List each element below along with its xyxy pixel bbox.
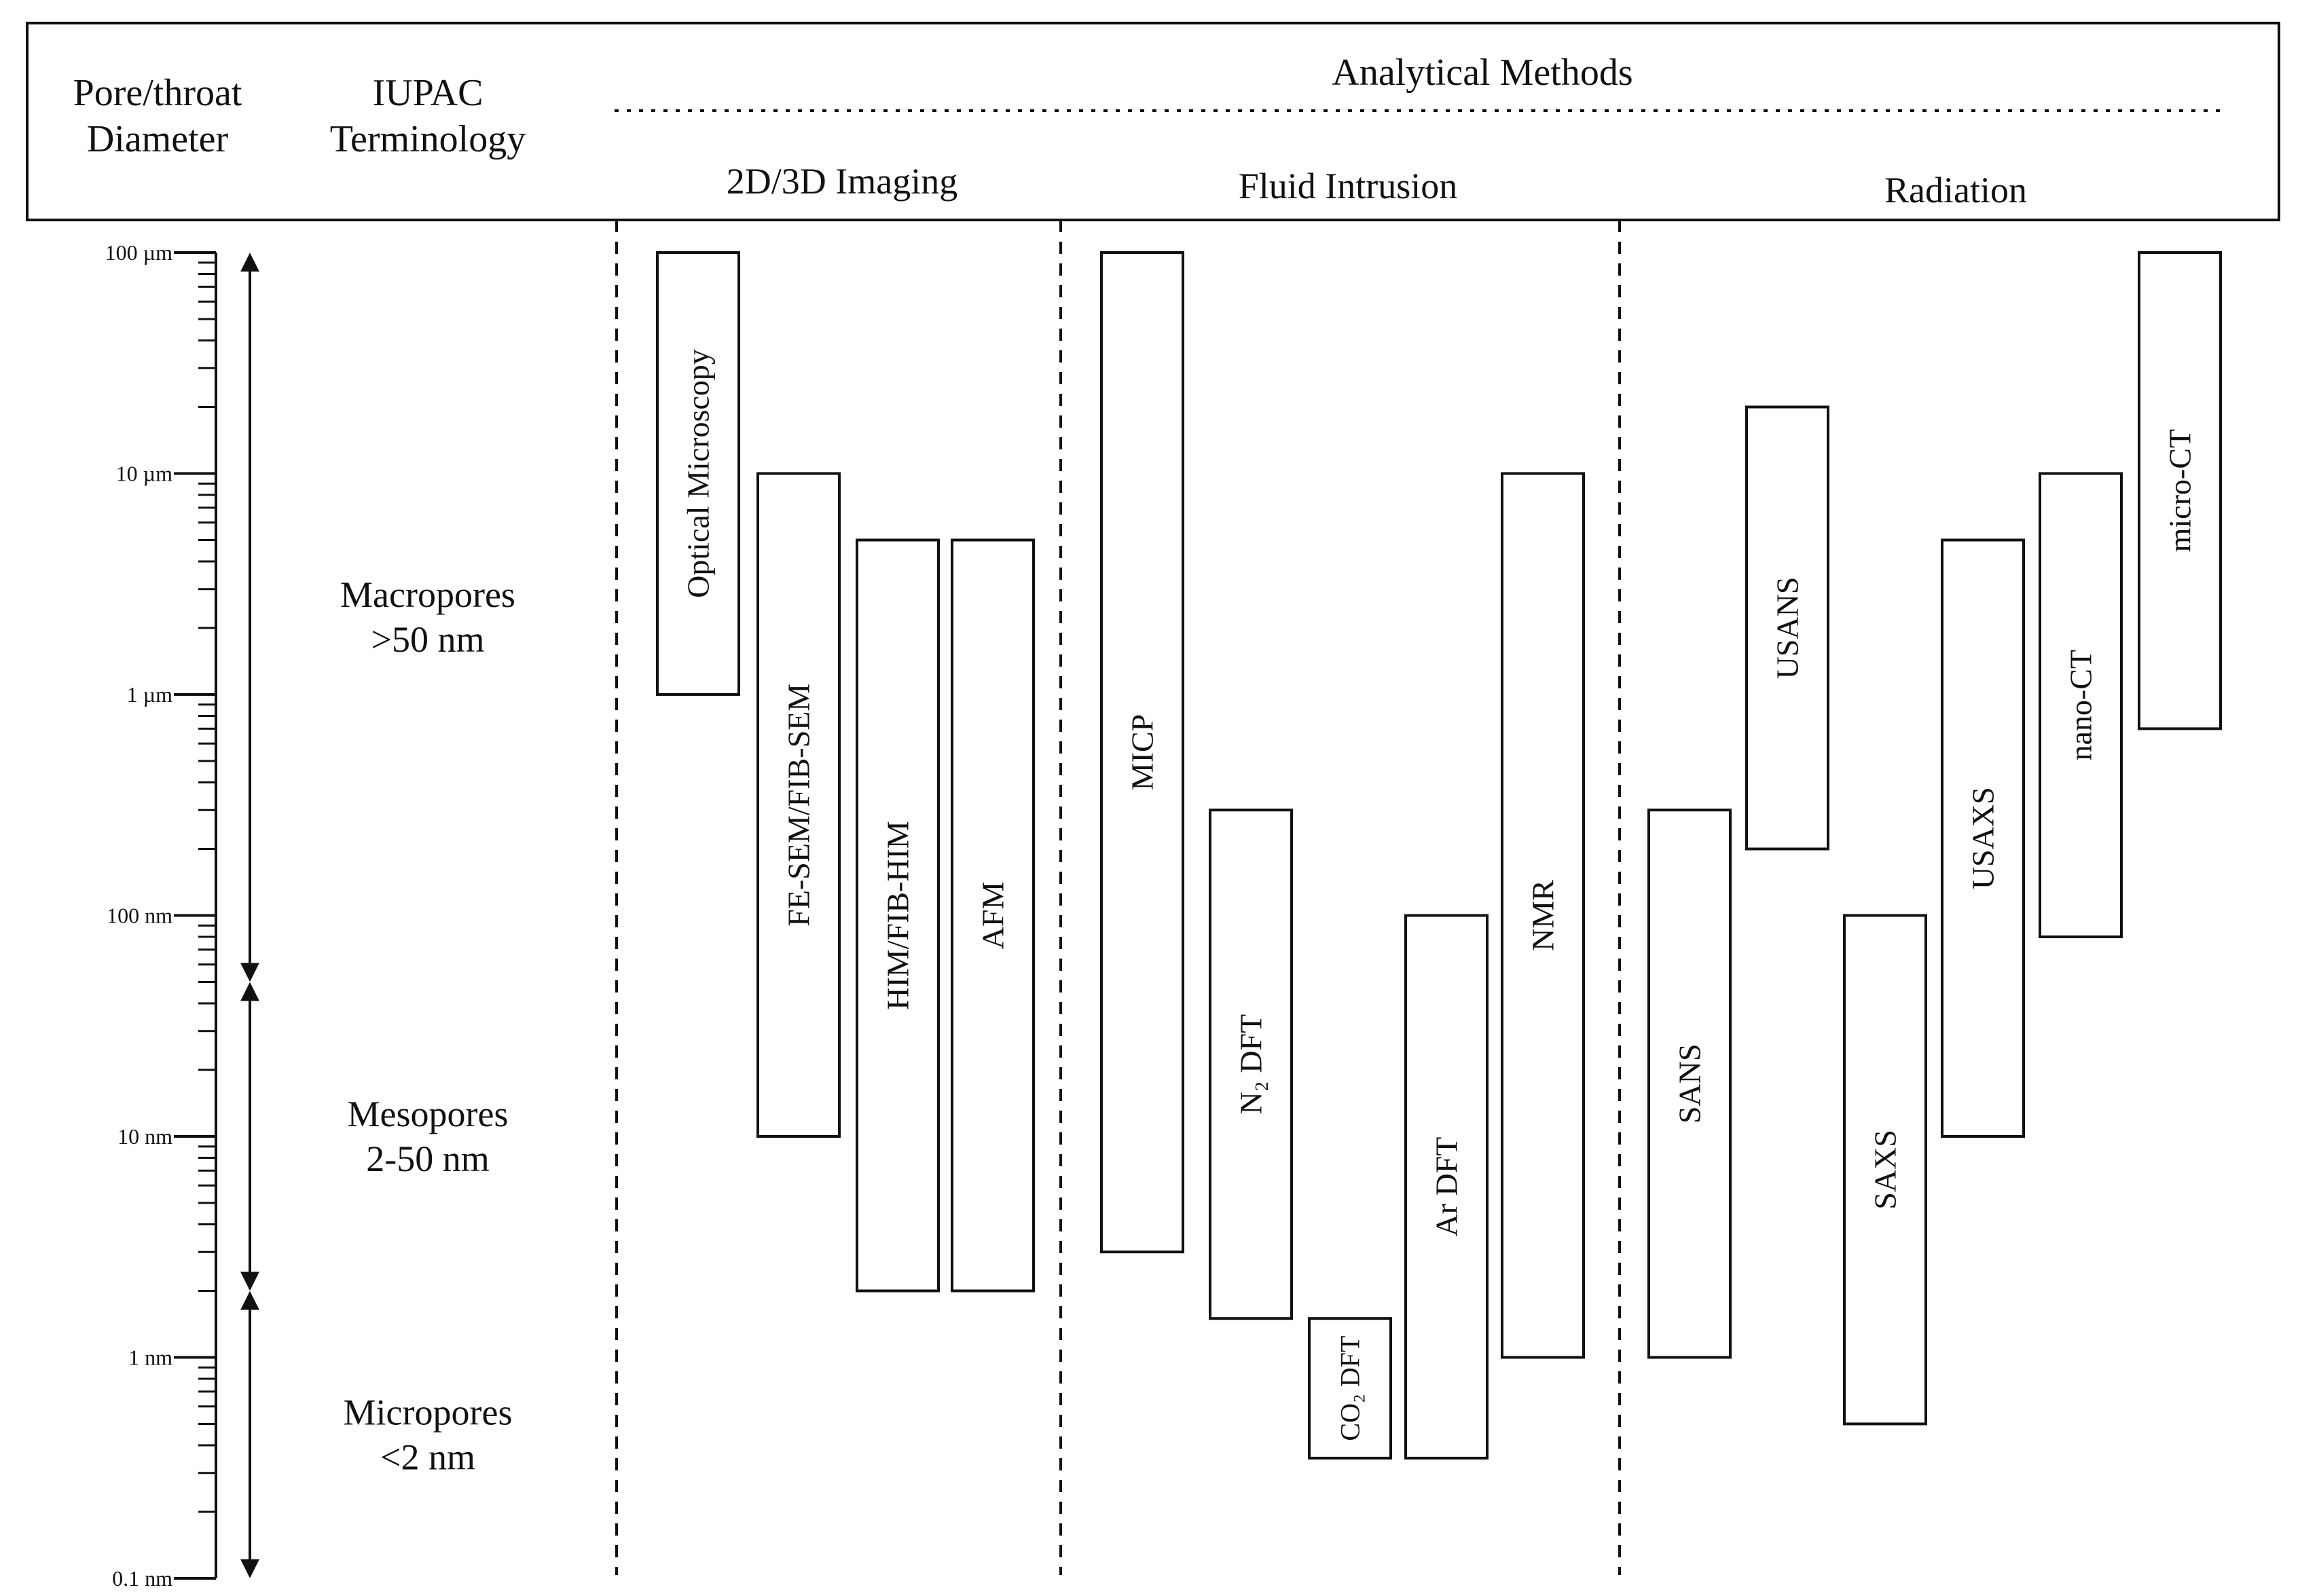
method-bar bbox=[1100, 251, 1184, 1254]
method-bar bbox=[1501, 472, 1585, 1359]
pore-class-label: >50 nm bbox=[371, 619, 485, 660]
method-bar bbox=[951, 538, 1035, 1293]
method-bar-label: USAXS bbox=[1966, 787, 2001, 889]
y-tick-label: 1 µm bbox=[127, 682, 172, 707]
method-bar bbox=[1209, 809, 1293, 1320]
methods-title: Analytical Methods bbox=[1332, 52, 1632, 94]
pore-class-label: Micropores bbox=[344, 1392, 513, 1432]
method-bar bbox=[656, 251, 740, 696]
method-bar bbox=[2138, 251, 2222, 730]
y-tick-label: 100 nm bbox=[107, 904, 172, 928]
method-bar bbox=[856, 538, 940, 1293]
terminology-label-line1: IUPAC bbox=[373, 72, 483, 114]
method-bar bbox=[1745, 405, 1829, 851]
method-bar-label: Ar DFT bbox=[1429, 1137, 1464, 1237]
group-label-fluid-intrusion: Fluid Intrusion bbox=[1239, 166, 1458, 206]
method-bar bbox=[1843, 914, 1927, 1426]
method-bar-label: SAXS bbox=[1868, 1130, 1903, 1210]
y-tick-label: 1 nm bbox=[128, 1346, 172, 1370]
y-tick-label: 100 µm bbox=[105, 240, 172, 265]
pore-class-label: 2-50 nm bbox=[366, 1138, 490, 1179]
method-bar-label: HIM/FIB-HIM bbox=[881, 821, 915, 1010]
pore-class-label: Macropores bbox=[340, 574, 515, 615]
method-bar bbox=[1941, 538, 2025, 1138]
y-tick-label: 0.1 nm bbox=[112, 1566, 172, 1591]
method-bar-label: USANS bbox=[1770, 577, 1805, 680]
method-bar bbox=[2039, 472, 2123, 939]
group-label-radiation: Radiation bbox=[1884, 170, 2027, 210]
y-axis: 100 µm 10 µm 1 µm 100 nm 10 nm 1 nm 0.1 nm bbox=[105, 240, 217, 1591]
method-bar bbox=[756, 472, 841, 1138]
diameter-label-line1: Pore/throat bbox=[73, 72, 242, 114]
method-bar-label: NMR bbox=[1526, 880, 1560, 951]
method-bar bbox=[1404, 914, 1489, 1460]
method-bar-label: CO₂ DFT bbox=[1335, 1336, 1366, 1441]
method-bar-label: Optical Microscopy bbox=[681, 349, 716, 598]
header-box bbox=[26, 22, 2280, 221]
method-bar-label: AFM bbox=[976, 882, 1010, 950]
pore-class-label: <2 nm bbox=[380, 1436, 475, 1477]
method-bar bbox=[1647, 809, 1732, 1359]
method-bar-label: N₂ DFT bbox=[1234, 1014, 1268, 1115]
method-bar-label: MICP bbox=[1125, 714, 1160, 790]
pore-class-label: Mesopores bbox=[348, 1094, 509, 1134]
method-bar-label: nano-CT bbox=[2064, 650, 2098, 761]
terminology-label-line2: Terminology bbox=[330, 118, 526, 160]
method-bar-label: SANS bbox=[1673, 1044, 1707, 1124]
method-bar bbox=[1308, 1317, 1392, 1460]
method-bar-label: micro-CT bbox=[2163, 429, 2197, 552]
diameter-label-line2: Diameter bbox=[87, 118, 229, 160]
y-tick-label: 10 nm bbox=[117, 1124, 172, 1149]
method-bar-label: FE-SEM/FIB-SEM bbox=[782, 684, 816, 927]
y-tick-label: 10 µm bbox=[116, 462, 172, 486]
group-label-imaging: 2D/3D Imaging bbox=[727, 161, 957, 202]
